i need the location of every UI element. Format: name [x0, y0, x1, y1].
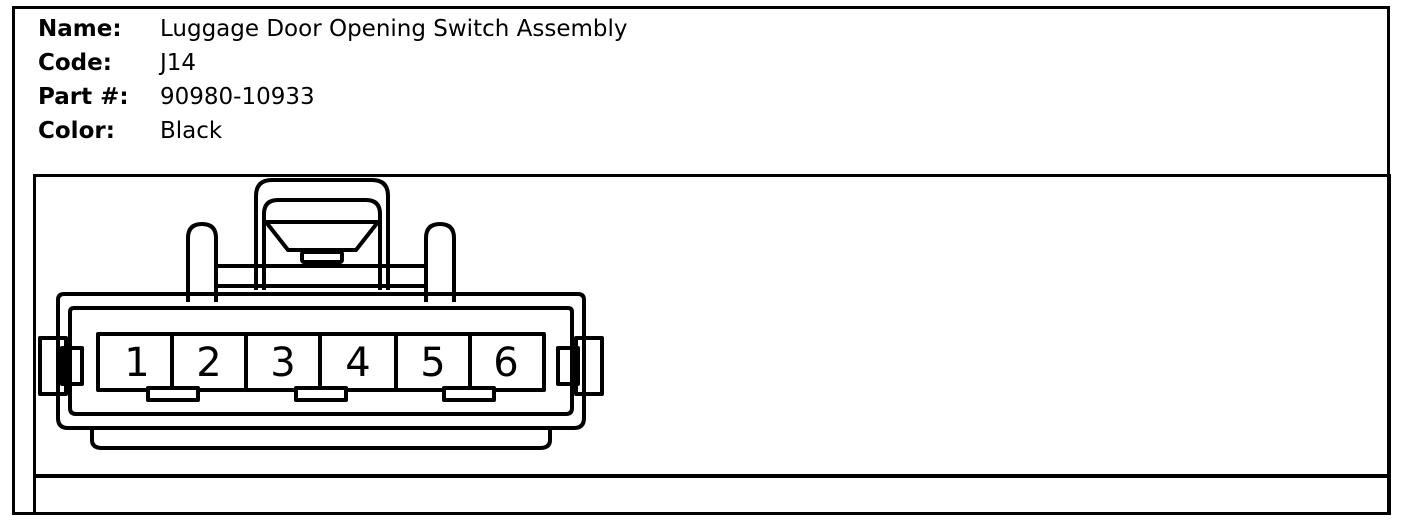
- left-guide-post: [186, 222, 218, 302]
- bottom-skirt: [90, 428, 552, 450]
- key-slot-3: [442, 386, 496, 402]
- right-guide-post: [424, 222, 456, 302]
- pin-label-2: 2: [196, 340, 221, 386]
- name-label: Name:: [38, 16, 122, 42]
- part-value: 90980-10933: [160, 84, 315, 110]
- connector-diagram-panel: [33, 174, 1391, 515]
- code-value: J14: [160, 50, 197, 76]
- lock-nub: [300, 250, 344, 264]
- connector-outline: [38, 178, 604, 450]
- color-value: Black: [160, 118, 223, 144]
- key-slot-2: [294, 386, 348, 402]
- lock-window: [264, 220, 380, 252]
- pin-label-1: 1: [124, 340, 149, 386]
- part-label: Part #:: [38, 84, 129, 110]
- right-latch-inner: [556, 346, 580, 386]
- key-slot-1: [146, 386, 200, 402]
- color-label: Color:: [38, 118, 115, 144]
- lock-tab: [254, 178, 390, 290]
- pin-label-6: 6: [493, 340, 518, 386]
- pin-label-3: 3: [270, 340, 295, 386]
- code-label: Code:: [38, 50, 112, 76]
- lock-tab-inner: [262, 198, 382, 290]
- left-latch-inner: [60, 346, 84, 386]
- left-latch-outer: [38, 336, 68, 396]
- outer-housing: [56, 292, 586, 430]
- pin-labels: 1 2 3 4 5 6: [124, 340, 518, 386]
- inner-housing: [68, 306, 574, 416]
- pin-label-4: 4: [345, 340, 370, 386]
- pin-label-5: 5: [420, 340, 445, 386]
- name-value: Luggage Door Opening Switch Assembly: [160, 16, 628, 42]
- diagram-divider: [33, 474, 1391, 478]
